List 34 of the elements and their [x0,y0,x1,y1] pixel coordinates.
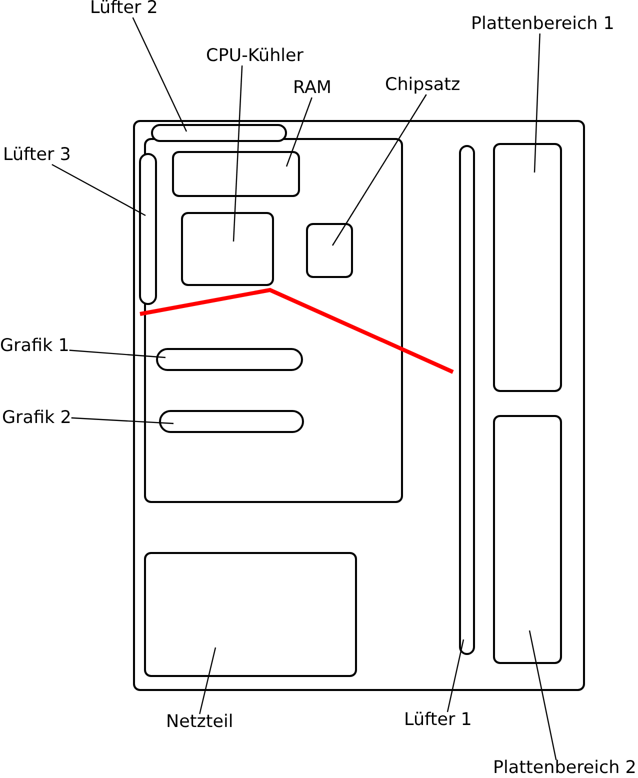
drive-bay [492,414,562,664]
leader-line [446,639,464,712]
leader-line [199,647,216,714]
graphics-card [158,410,304,432]
leader-line [132,17,188,132]
fan [138,152,156,304]
leader-line [528,630,557,760]
computer-case [133,120,585,691]
part-label: Netzteil [166,714,234,732]
mainboard [144,138,402,502]
fan [458,144,474,654]
part-label: Lüfter 2 [90,0,158,18]
graphics-card [156,348,302,370]
part-label: Lüfter 1 [404,712,472,730]
leader-line [332,94,427,246]
chipset [306,222,352,278]
part-label: Plattenbereich 1 [471,16,614,34]
part-label: Grafik 2 [2,410,72,428]
part-label: Lüfter 3 [3,147,71,164]
leader-line [69,350,166,358]
cpu-cooler [180,212,274,286]
part-label: CPU-Kühler [206,48,304,66]
part-label: RAM [293,80,332,98]
leader-line [232,65,243,242]
leader-line [71,417,174,424]
part-label: Plattenbereich 2 [493,760,636,778]
leader-line [534,33,540,173]
drive-bay [492,142,562,392]
part-label: Grafik 1 [0,338,70,356]
leader-line [52,164,146,216]
part-label: Chipsatz [385,77,460,94]
power-supply [144,552,356,676]
ram-module [172,150,300,196]
fan [150,124,286,142]
